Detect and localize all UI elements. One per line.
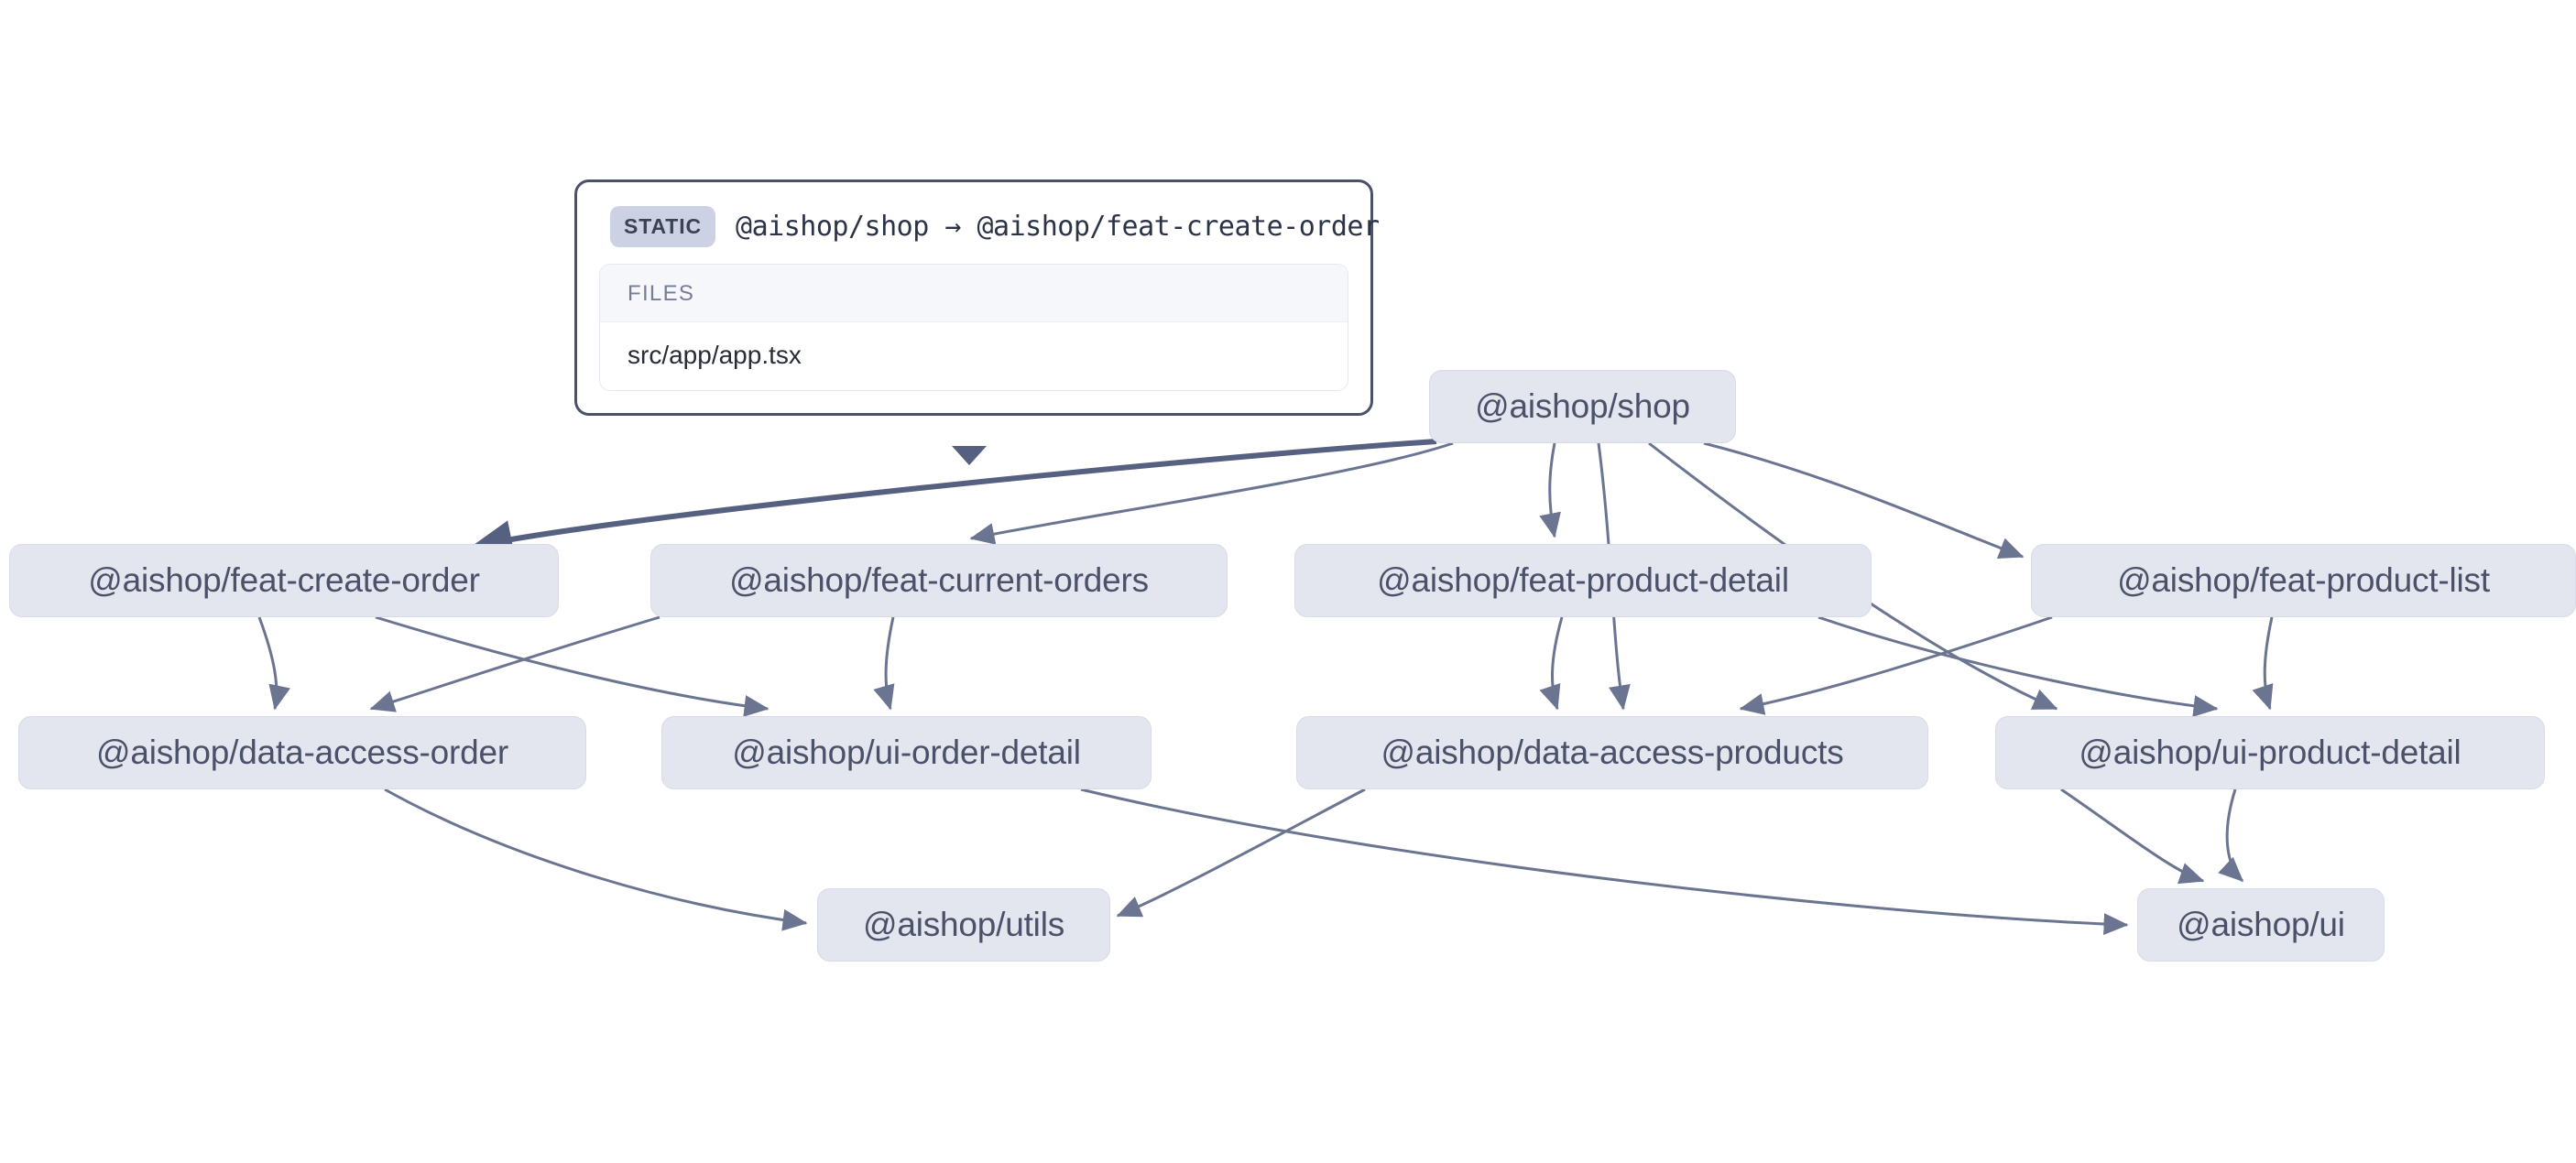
graph-node-feat-product-list[interactable]: @aishop/feat-product-list xyxy=(2031,544,2576,617)
graph-node-label: @aishop/ui xyxy=(2177,906,2345,943)
edge-feat-product-list-to-data-access-products xyxy=(1739,615,2053,715)
graph-node-label: @aishop/feat-current-orders xyxy=(729,561,1149,599)
edge-feat-product-detail-to-data-access-products xyxy=(1539,616,1564,711)
edge-shop-to-feat-product-list xyxy=(1703,441,2025,559)
edge-feat-product-detail-to-ui-product-detail xyxy=(1817,615,2219,717)
graph-node-feat-product-detail[interactable]: @aishop/feat-product-detail xyxy=(1294,544,1872,617)
graph-node-data-access-order[interactable]: @aishop/data-access-order xyxy=(18,716,586,789)
edge-feat-product-list-to-ui-product-detail xyxy=(2252,616,2274,711)
edge-feat-create-order-to-ui-order-detail xyxy=(375,615,770,717)
graph-node-utils[interactable]: @aishop/utils xyxy=(817,888,1110,962)
graph-node-label: @aishop/feat-product-list xyxy=(2117,561,2490,599)
tooltip-pointer-triangle xyxy=(952,446,987,465)
edge-ui-product-detail-to-ui xyxy=(2060,788,2205,885)
edge-shop-to-feat-product-detail xyxy=(1539,442,1561,538)
edge-feat-current-orders-to-data-access-order xyxy=(369,615,660,712)
graph-node-shop[interactable]: @aishop/shop xyxy=(1429,370,1736,443)
edge-feat-current-orders-to-ui-order-detail xyxy=(873,616,895,711)
tooltip-header: STATIC @aishop/shop → @aishop/feat-creat… xyxy=(599,202,1380,264)
graph-node-label: @aishop/ui-order-detail xyxy=(732,734,1081,771)
tooltip-files-panel: FILES src/app/app.tsx xyxy=(599,264,1348,391)
edge-shop-to-feat-current-orders xyxy=(969,441,1454,545)
graph-node-label: @aishop/data-access-order xyxy=(95,734,509,771)
graph-node-ui[interactable]: @aishop/ui xyxy=(2137,888,2385,962)
tooltip-title: @aishop/shop → @aishop/feat-create-order xyxy=(736,211,1380,243)
files-section-header: FILES xyxy=(600,265,1348,322)
static-badge: STATIC xyxy=(610,206,716,247)
graph-node-label: @aishop/data-access-products xyxy=(1381,734,1844,771)
edge-ui-product-detail-to-ui-alt xyxy=(2218,788,2244,883)
edge-ui-order-detail-to-ui xyxy=(1080,788,2129,936)
graph-node-feat-current-orders[interactable]: @aishop/feat-current-orders xyxy=(650,544,1228,617)
graph-node-label: @aishop/ui-product-detail xyxy=(2079,734,2461,771)
edge-feat-create-order-to-data-access-order xyxy=(257,616,290,711)
graph-node-label: @aishop/utils xyxy=(862,906,1065,943)
edge-data-access-order-to-utils xyxy=(384,788,808,931)
edge-data-access-products-to-utils xyxy=(1116,788,1366,918)
file-list-item[interactable]: src/app/app.tsx xyxy=(600,322,1348,390)
graph-node-label: @aishop/shop xyxy=(1475,387,1690,425)
graph-node-data-access-products[interactable]: @aishop/data-access-products xyxy=(1296,716,1928,789)
graph-node-ui-product-detail[interactable]: @aishop/ui-product-detail xyxy=(1995,716,2545,789)
edge-tooltip-card[interactable]: STATIC @aishop/shop → @aishop/feat-creat… xyxy=(574,179,1380,416)
graph-node-label: @aishop/feat-create-order xyxy=(88,561,480,599)
graph-node-feat-create-order[interactable]: @aishop/feat-create-order xyxy=(9,544,559,617)
graph-node-label: @aishop/feat-product-detail xyxy=(1377,561,1789,599)
graph-node-ui-order-detail[interactable]: @aishop/ui-order-detail xyxy=(661,716,1152,789)
